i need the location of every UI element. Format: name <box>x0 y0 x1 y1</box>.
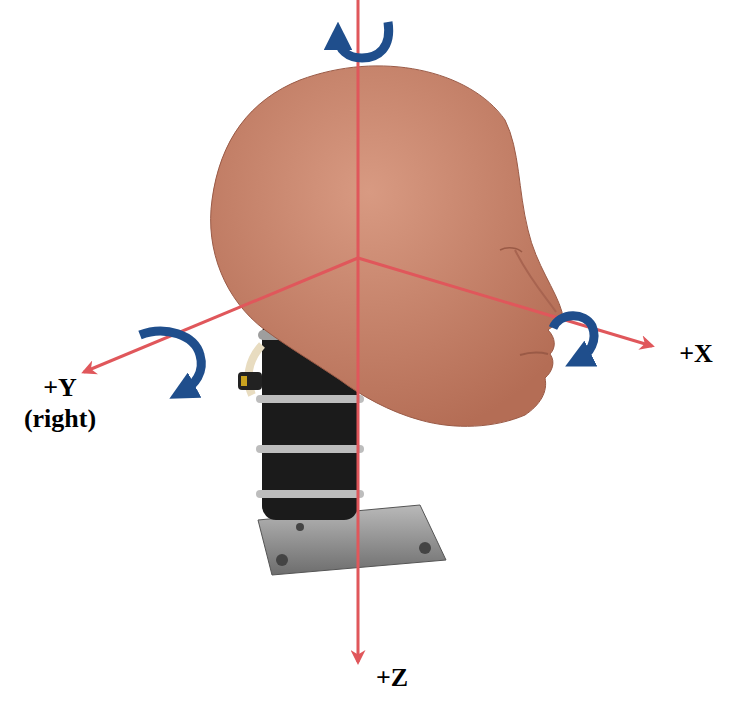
axis-label: +Y (right) <box>10 372 110 434</box>
mouth-line <box>520 353 548 355</box>
axis-label: +X <box>661 338 731 369</box>
nose-line <box>515 250 556 312</box>
dummy-head <box>211 66 563 426</box>
rotation-arrows <box>140 22 594 392</box>
bolt-hole <box>296 523 304 531</box>
bolt-hole <box>419 542 431 554</box>
axis-label: +Z <box>362 662 422 693</box>
eye-line <box>500 248 522 252</box>
coordinate-axes <box>84 0 652 662</box>
sensor-cable <box>238 345 262 395</box>
bolt-hole <box>276 554 288 566</box>
